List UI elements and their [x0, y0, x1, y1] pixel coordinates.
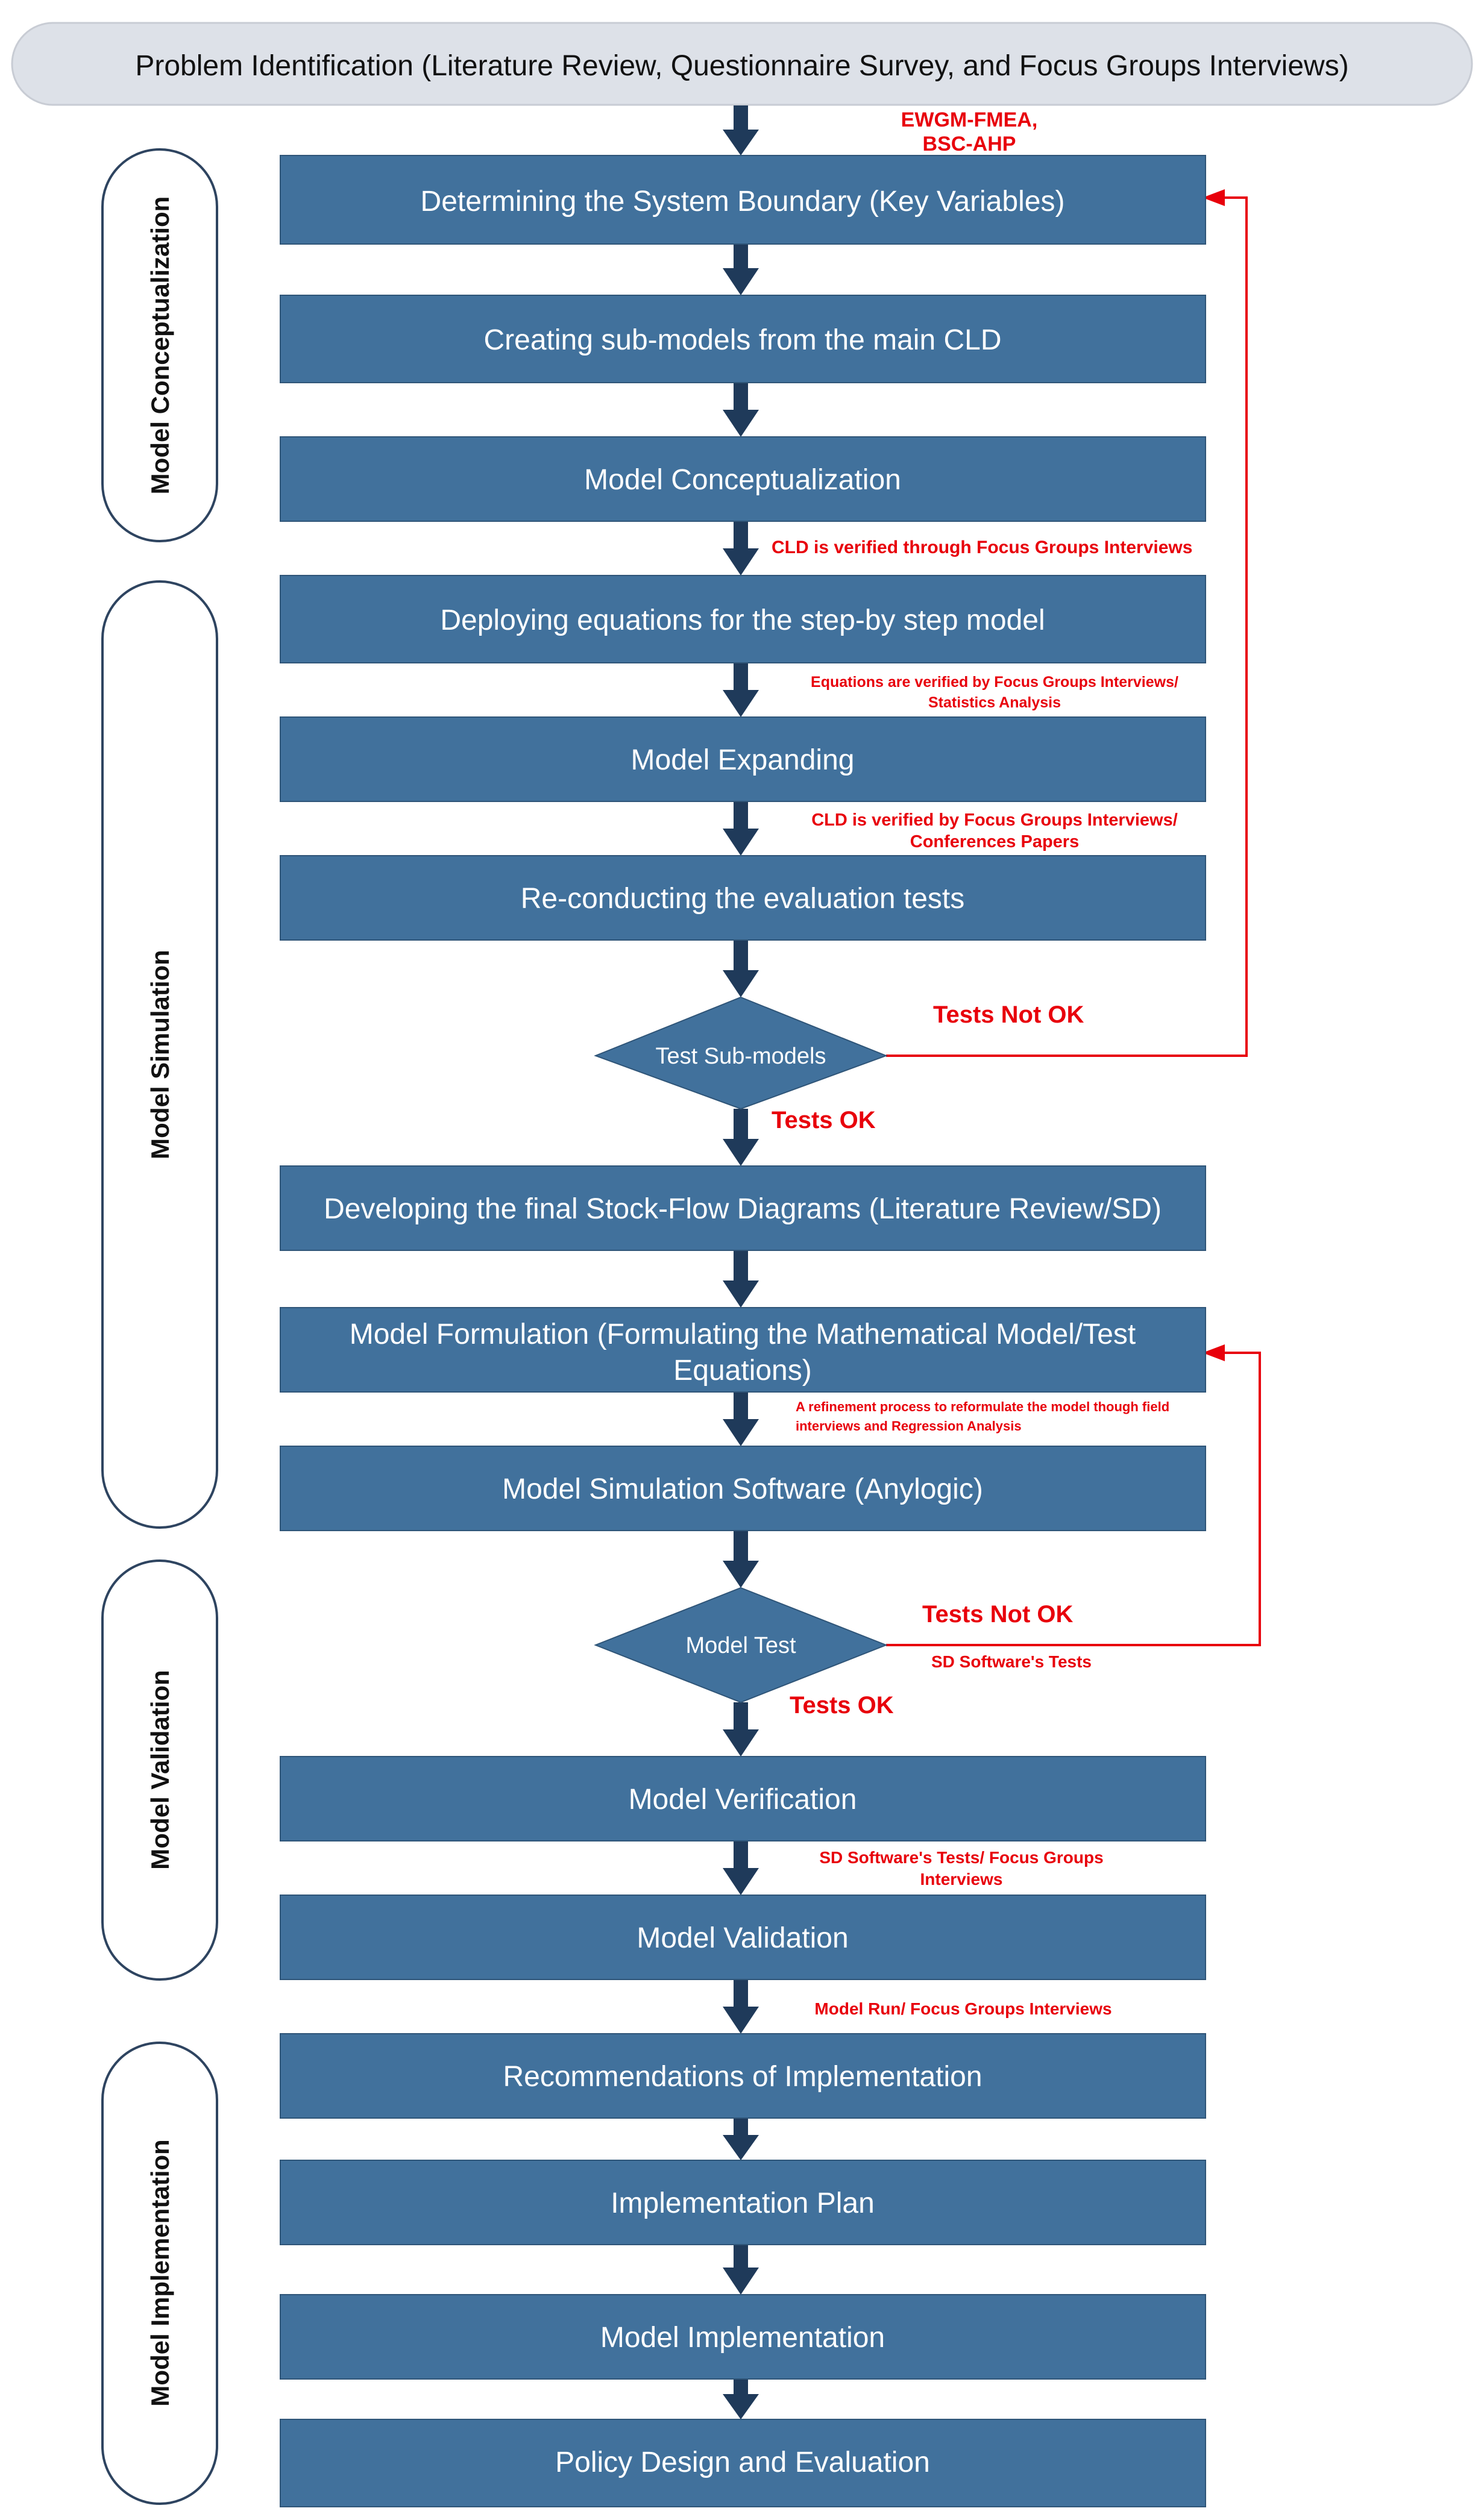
step-label: Developing the final Stock-Flow Diagrams…	[324, 1193, 1162, 1225]
step-implementation-plan: Implementation Plan	[280, 2160, 1206, 2245]
step-simulation-software: Model Simulation Software (Anylogic)	[280, 1446, 1206, 1531]
step-label: Recommendations of Implementation	[503, 2061, 982, 2093]
note-equations-line2: Statistics Analysis	[928, 694, 1061, 711]
label-tests-ok-1: Tests OK	[772, 1107, 876, 1133]
note-sd-software-tests: SD Software's Tests	[931, 1652, 1092, 1671]
feedback-loop-model-test	[886, 1344, 1261, 1646]
phase-label: Model Conceptualization	[146, 196, 174, 495]
step-label: Model Verification	[629, 1784, 857, 1816]
step-model-verification: Model Verification	[280, 1756, 1206, 1841]
step-label: Model Simulation Software (Anylogic)	[502, 1473, 983, 1505]
step-label-line2: Equations)	[673, 1355, 811, 1387]
step-label: Model Validation	[637, 1922, 848, 1954]
arrow-down	[723, 1979, 759, 2034]
step-model-conceptualization: Model Conceptualization	[280, 436, 1206, 522]
arrow-down	[723, 2245, 759, 2295]
decision-model-test: Model Test	[594, 1587, 888, 1704]
decision-label: Test Sub-models	[655, 1044, 826, 1069]
note-equations-line1: Equations are verified by Focus Groups I…	[811, 674, 1178, 691]
arrow-down	[723, 105, 759, 155]
arrow-down	[723, 244, 759, 295]
arrow-down	[723, 2379, 759, 2419]
note-ewgm-fmea: EWGM-FMEA,	[901, 108, 1038, 131]
arrow-down	[723, 1702, 759, 1757]
step-system-boundary: Determining the System Boundary (Key Var…	[280, 155, 1206, 245]
arrow-down	[723, 1250, 759, 1308]
arrow-down	[723, 801, 759, 856]
decision-test-sub-models: Test Sub-models	[594, 996, 888, 1110]
note-bsc-ahp: BSC-AHP	[923, 133, 1016, 155]
step-label: Model Conceptualization	[584, 464, 901, 496]
step-model-formulation: Model Formulation (Formulating the Mathe…	[280, 1307, 1206, 1393]
phase-label: Model Simulation	[146, 950, 174, 1159]
step-label: Model Expanding	[631, 744, 855, 776]
arrow-down	[723, 2118, 759, 2160]
arrow-down	[723, 663, 759, 717]
note-cld-conf-line1: CLD is verified by Focus Groups Intervie…	[811, 810, 1178, 830]
note-verif-line1: SD Software's Tests/ Focus Groups	[819, 1848, 1103, 1867]
note-refinement-line1: A refinement process to reformulate the …	[796, 1399, 1169, 1414]
step-label: Re-conducting the evaluation tests	[521, 883, 964, 915]
step-model-implementation: Model Implementation	[280, 2294, 1206, 2380]
step-deploying-equations: Deploying equations for the step-by step…	[280, 575, 1206, 663]
step-label: Deploying equations for the step-by step…	[440, 604, 1045, 636]
connector-arrows	[723, 105, 759, 2419]
step-sub-models: Creating sub-models from the main CLD	[280, 295, 1206, 383]
step-label: Policy Design and Evaluation	[555, 2446, 930, 2478]
note-cld-conf-line2: Conferences Papers	[910, 832, 1079, 851]
step-model-expanding: Model Expanding	[280, 716, 1206, 802]
note-cld-verified: CLD is verified through Focus Groups Int…	[772, 538, 1192, 557]
phase-conceptualization: Model Conceptualization	[101, 148, 218, 542]
phase-validation: Model Validation	[101, 1559, 218, 1981]
arrow-down	[723, 940, 759, 997]
arrow-down	[723, 1109, 759, 1166]
step-model-validation: Model Validation	[280, 1895, 1206, 1980]
note-refinement-line2: interviews and Regression Analysis	[796, 1418, 1022, 1434]
step-label: Determining the System Boundary (Key Var…	[421, 186, 1065, 218]
arrow-down	[723, 521, 759, 575]
label-tests-not-ok-2: Tests Not OK	[922, 1601, 1074, 1628]
header-box	[11, 22, 1473, 106]
arrow-down	[723, 383, 759, 437]
arrow-down	[723, 1841, 759, 1895]
phase-simulation: Model Simulation	[101, 580, 218, 1529]
arrow-down	[723, 1392, 759, 1446]
note-verif-line2: Interviews	[920, 1870, 1003, 1888]
phase-label: Model Validation	[146, 1670, 174, 1869]
label-tests-ok-2: Tests OK	[790, 1692, 894, 1719]
step-policy-design: Policy Design and Evaluation	[280, 2419, 1206, 2507]
decision-label: Model Test	[685, 1633, 796, 1658]
arrow-down	[723, 1531, 759, 1588]
step-recommendations: Recommendations of Implementation	[280, 2033, 1206, 2119]
step-label: Creating sub-models from the main CLD	[483, 324, 1001, 356]
step-re-conducting-tests: Re-conducting the evaluation tests	[280, 855, 1206, 941]
step-label-line1: Model Formulation (Formulating the Mathe…	[350, 1318, 1136, 1350]
step-label: Model Implementation	[600, 2322, 885, 2354]
header-text: Problem Identification (Literature Revie…	[135, 50, 1348, 82]
note-model-run: Model Run/ Focus Groups Interviews	[814, 1999, 1111, 2018]
phase-implementation: Model Implementation	[101, 2042, 218, 2505]
step-stock-flow-diagrams: Developing the final Stock-Flow Diagrams…	[280, 1165, 1206, 1251]
step-label: Implementation Plan	[611, 2187, 875, 2219]
label-tests-not-ok-1: Tests Not OK	[933, 1001, 1084, 1028]
feedback-loop-submodels	[886, 189, 1248, 1057]
phase-label: Model Implementation	[146, 2139, 174, 2406]
